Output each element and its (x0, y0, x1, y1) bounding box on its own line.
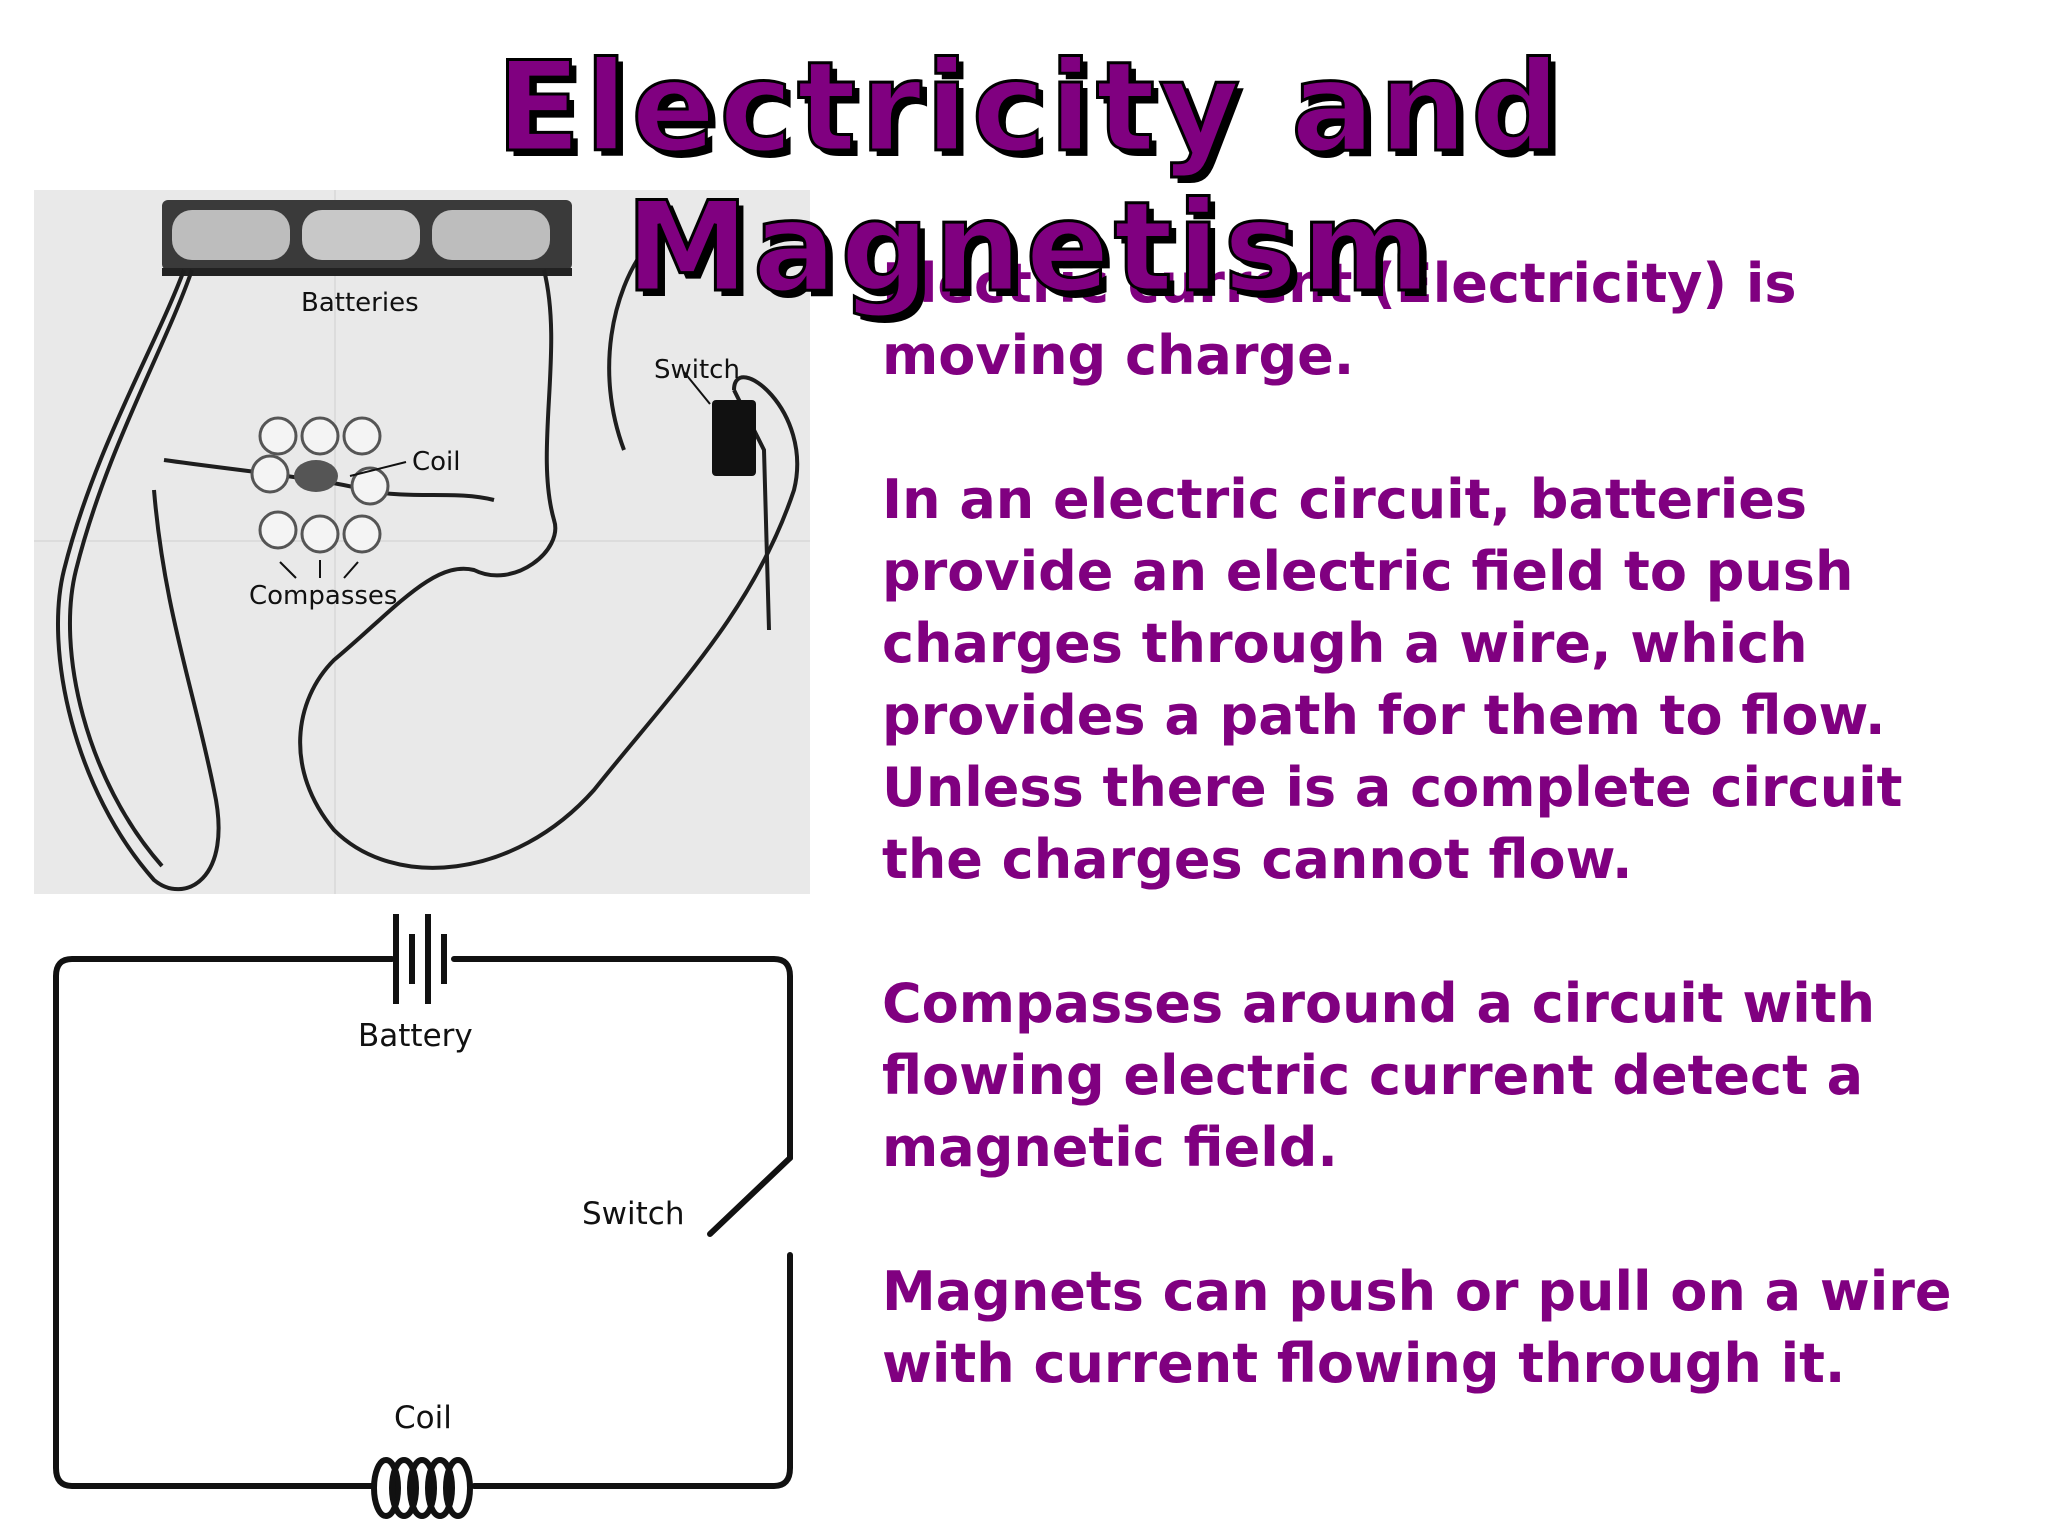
switch-schematic-label: Switch (582, 1196, 685, 1232)
circuit-photo: Batteries Switch Coil Compasses (34, 190, 810, 894)
batteries-label: Batteries (301, 288, 419, 318)
paragraph-magnets: Magnets can push or pull on a wire with … (882, 1260, 1952, 1395)
schematic-wires (53, 956, 793, 1489)
compasses (250, 416, 390, 554)
switch-block (712, 400, 756, 476)
circuit-schematic: Battery Switch Coil (53, 914, 793, 1519)
battery-symbol (393, 914, 447, 1004)
compasses-label: Compasses (249, 581, 397, 611)
coil-photo-label: Coil (412, 447, 461, 477)
paragraph-compasses: Compasses around a circuit with flowing … (882, 972, 1876, 1179)
coil-object (294, 460, 338, 492)
body-text: Electric current (Electricity) is moving… (882, 248, 2022, 1400)
battery-holder (162, 200, 572, 276)
coil-schematic-label: Coil (394, 1400, 452, 1436)
paragraph-electric-current: Electric current (Electricity) is moving… (882, 252, 1797, 387)
paragraph-electric-circuit: In an electric circuit, batteries provid… (882, 468, 1903, 891)
coil-symbol (371, 1457, 473, 1519)
switch-lever (707, 1155, 793, 1237)
switch-photo-label: Switch (654, 355, 740, 385)
slide-title: Electricity and Magnetism (495, 36, 1564, 320)
battery-label: Battery (358, 1018, 473, 1054)
